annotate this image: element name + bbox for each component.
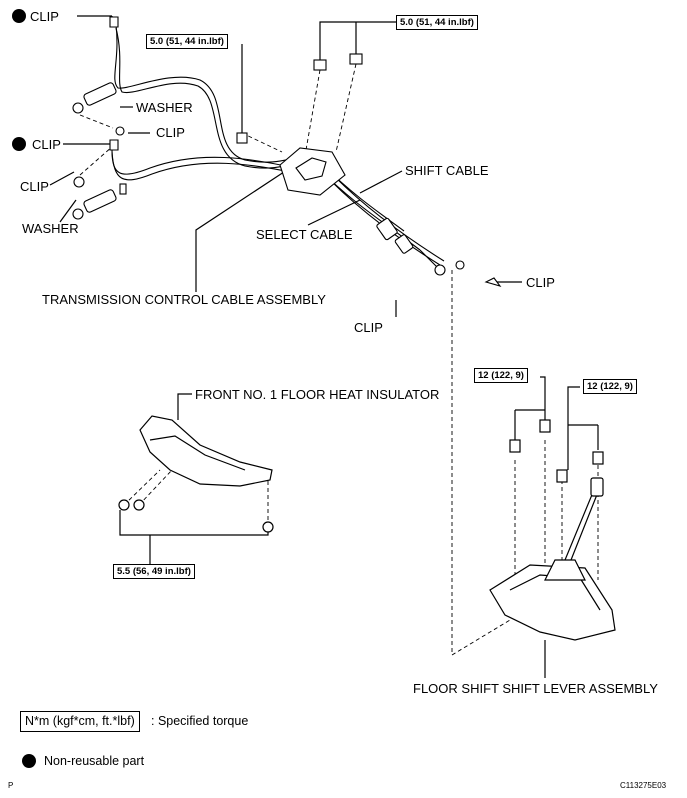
label-heat-insulator: FRONT NO. 1 FLOOR HEAT INSULATOR bbox=[195, 387, 440, 402]
torque-insulator: 5.5 (56, 49 in.lbf) bbox=[113, 564, 195, 580]
torque-bracket-left: 5.0 (51, 44 in.lbf) bbox=[146, 34, 228, 50]
torque-lever-right: 12 (122, 9) bbox=[583, 379, 637, 395]
label-clip-left-mid: CLIP bbox=[32, 137, 61, 152]
footer-code: C113275E03 bbox=[620, 781, 667, 790]
label-clip-right: CLIP bbox=[526, 275, 555, 290]
label-transmission-assembly: TRANSMISSION CONTROL CABLE ASSEMBLY bbox=[42, 292, 326, 307]
legend-nonreusable: Non-reusable part bbox=[44, 754, 145, 768]
label-clip-top: CLIP bbox=[30, 9, 59, 24]
label-shift-lever-assembly: FLOOR SHIFT SHIFT LEVER ASSEMBLY bbox=[413, 681, 658, 696]
nonreusable-dot-icon bbox=[12, 9, 26, 23]
nonreusable-dot-icon bbox=[12, 137, 26, 151]
label-washer-top: WASHER bbox=[136, 100, 193, 115]
label-clip-washer-side: CLIP bbox=[156, 125, 185, 140]
torque-bracket-right: 5.0 (51, 44 in.lbf) bbox=[396, 15, 478, 31]
torque-lever-left: 12 (122, 9) bbox=[474, 368, 528, 384]
nonreusable-dot-icon bbox=[22, 754, 36, 768]
label-clip-left-lower: CLIP bbox=[20, 179, 49, 194]
label-shift-cable: SHIFT CABLE bbox=[405, 163, 489, 178]
label-clip-center: CLIP bbox=[354, 320, 383, 335]
legend-torque-desc: : Specified torque bbox=[151, 714, 249, 728]
label-washer-bottom: WASHER bbox=[22, 221, 79, 236]
legend-torque-unit: N*m (kgf*cm, ft.*lbf) bbox=[20, 711, 140, 732]
label-select-cable: SELECT CABLE bbox=[256, 227, 353, 242]
footer-left: P bbox=[8, 781, 14, 790]
